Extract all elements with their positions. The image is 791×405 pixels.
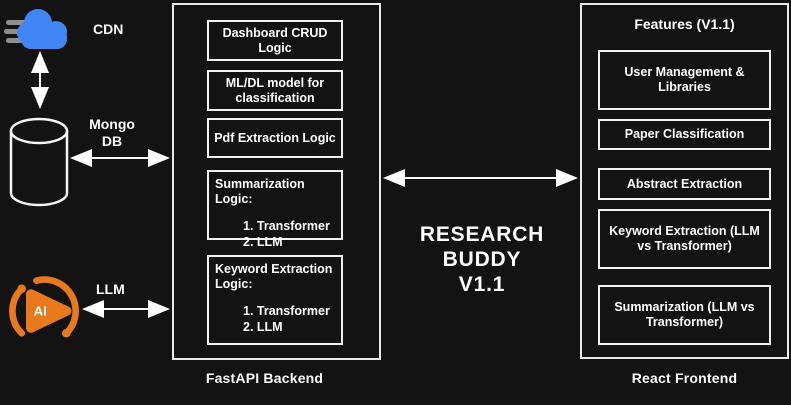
backend-box-dashboard-crud: Dashboard CRUD Logic bbox=[207, 20, 343, 61]
ai-play-ring-icon: AI bbox=[9, 276, 79, 338]
ai-icon-text: AI bbox=[34, 304, 47, 319]
frontend-box-label: User Management & Libraries bbox=[624, 65, 745, 94]
frontend-caption: React Frontend bbox=[631, 370, 738, 386]
list-item: 2. LLM bbox=[243, 320, 283, 334]
frontend-box-keyword-extraction: Keyword Extraction (LLM vs Transformer) bbox=[598, 209, 771, 269]
backend-box-label: Summarization Logic: bbox=[215, 177, 305, 206]
llm-label: LLM bbox=[96, 281, 125, 297]
frontend-box-user-management: User Management & Libraries bbox=[598, 50, 771, 110]
frontend-box-label: Paper Classification bbox=[624, 127, 745, 141]
backend-caption: FastAPI Backend bbox=[205, 370, 324, 386]
backend-box-pdf-extraction: Pdf Extraction Logic bbox=[207, 118, 343, 158]
backend-box-list: 1. Transformer 2. LLM bbox=[243, 303, 335, 335]
backend-box-keyword-extraction: Keyword Extraction Logic: 1. Transformer… bbox=[207, 255, 343, 345]
mongodb-label: Mongo DB bbox=[89, 116, 135, 149]
backend-box-label: Pdf Extraction Logic bbox=[214, 130, 336, 145]
list-item: 2. LLM bbox=[243, 235, 283, 249]
diagram-title-line: RESEARCH bbox=[419, 223, 545, 246]
frontend-box-paper-classification: Paper Classification bbox=[598, 119, 771, 150]
backend-box-mldl-model: ML/DL model for classification bbox=[207, 70, 343, 111]
frontend-box-abstract-extraction: Abstract Extraction bbox=[598, 168, 771, 200]
diagram-title-line: V1.1 bbox=[458, 273, 506, 296]
diagram-title: RESEARCH BUDDY V1.1 bbox=[402, 222, 562, 297]
backend-box-label: Keyword Extraction Logic: bbox=[215, 262, 333, 291]
cloud-icon bbox=[4, 9, 67, 49]
list-item: 1. Transformer bbox=[243, 219, 330, 233]
diagram-title-line: BUDDY bbox=[442, 248, 522, 271]
backend-box-label: ML/DL model for classification bbox=[225, 75, 325, 105]
frontend-box-label: Abstract Extraction bbox=[626, 176, 743, 191]
list-item: 1. Transformer bbox=[243, 304, 330, 318]
database-cylinder-icon bbox=[9, 117, 69, 207]
frontend-box-summarization: Summarization (LLM vs Transformer) bbox=[598, 285, 771, 345]
frontend-features-title: Features (V1.1) bbox=[634, 16, 735, 32]
frontend-box-label: Summarization (LLM vs Transformer) bbox=[614, 300, 755, 329]
frontend-box-label: Keyword Extraction (LLM vs Transformer) bbox=[609, 224, 760, 253]
backend-box-list: 1. Transformer 2. LLM bbox=[243, 218, 335, 250]
cdn-label: CDN bbox=[93, 21, 124, 37]
backend-box-label: Dashboard CRUD Logic bbox=[222, 25, 328, 55]
backend-box-summarization: Summarization Logic: 1. Transformer 2. L… bbox=[207, 170, 343, 249]
